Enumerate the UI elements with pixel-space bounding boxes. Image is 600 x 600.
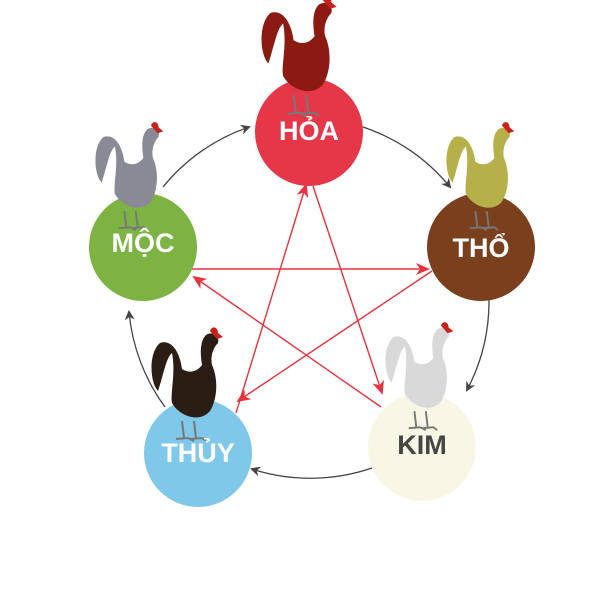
tho-circle: [427, 193, 535, 301]
hoa-circle: [255, 78, 363, 186]
element-kim: KIM: [368, 321, 476, 501]
arrow-thuy-to-moc: [124, 310, 166, 408]
element-hoa: HỎA: [255, 0, 363, 186]
thuy-label: THỦY: [161, 436, 235, 468]
arrow-moc-to-hoa: [162, 124, 251, 188]
kim-label: KIM: [397, 430, 447, 460]
arrow-thuy-to-hoa: [235, 183, 309, 414]
arrow-kim-to-thuy: [250, 466, 373, 479]
element-thuy: THỦY: [144, 326, 252, 507]
element-moc: MỘC: [89, 121, 197, 301]
generating-cycle-arrows: [124, 124, 490, 479]
element-tho: THỔ: [427, 121, 535, 301]
arrow-kim-to-moc: [192, 275, 382, 408]
hoa-label: HỎA: [279, 114, 339, 146]
moc-circle: [89, 193, 197, 301]
arrow-tho-to-thuy: [236, 270, 433, 403]
moc-label: MỘC: [112, 227, 175, 258]
overcoming-cycle-arrows: [192, 183, 433, 414]
tho-label: THỔ: [453, 232, 510, 263]
kim-circle: [368, 393, 476, 501]
arrow-hoa-to-kim: [312, 185, 384, 395]
thuy-circle: [144, 399, 252, 507]
arrow-hoa-to-tho: [362, 126, 452, 189]
arrow-tho-to-kim: [466, 299, 490, 392]
